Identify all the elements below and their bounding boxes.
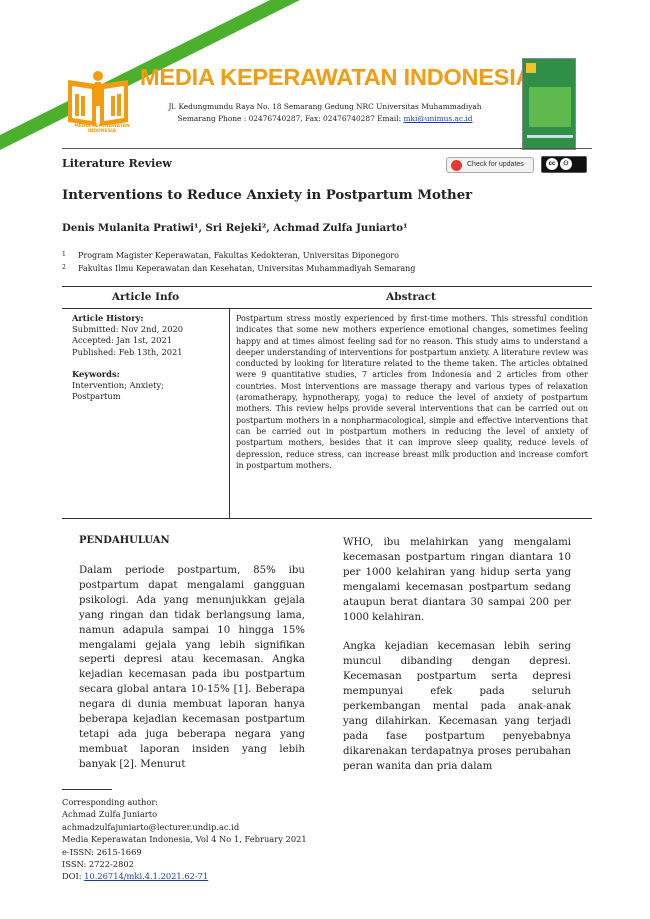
journal-cover-thumbnail (522, 58, 576, 150)
issn: ISSN: 2722-2802 (62, 859, 134, 870)
affiliation-number: 1 (62, 251, 66, 258)
footnote: Corresponding author: Achmad Zulfa Junia… (62, 796, 307, 883)
body-paragraph: WHO, ibu melahirkan yang mengalami kecem… (343, 537, 571, 623)
header-divider (62, 148, 592, 149)
table-top-rule (62, 286, 592, 287)
submitted-date: Submitted: Nov 2nd, 2020 (72, 324, 184, 335)
update-icon (451, 160, 462, 171)
address-line-1: Jl. Kedungmundu Raya No. 18 Semarang Ged… (168, 102, 482, 111)
abstract-header: Abstract (386, 291, 436, 303)
article-info-header: Article Info (111, 291, 180, 303)
doi-link[interactable]: 10.26714/mki.4.1.2021.62-71 (84, 871, 209, 882)
section-heading-pendahuluan: PENDAHULUAN (79, 535, 170, 546)
footnote-rule (62, 789, 112, 790)
doi-prefix: DOI: (62, 871, 85, 882)
by-icon: ⚇ (559, 158, 572, 171)
address-line-2: Semarang Phone : 02476740287, Fax: 02476… (140, 113, 510, 125)
address-line-2-text: Semarang Phone : 02476740287, Fax: 02476… (177, 114, 404, 123)
check-updates-label: Check for updates (467, 161, 524, 168)
header-white-triangle (0, 0, 270, 135)
body-column-left: Dalam periode postpartum, 85% ibu postpa… (79, 564, 305, 788)
journal-title: MEDIA KEPERAWATAN INDONESIA (140, 64, 533, 90)
doi-line: DOI: 10.26714/mki.4.1.2021.62-71 (62, 870, 307, 882)
keywords-label: Keywords: (72, 368, 120, 379)
corresponding-label: Corresponding author: (62, 797, 159, 807)
affiliation-text: Program Magister Keperawatan, Fakultas K… (78, 251, 399, 260)
affiliation-number: 2 (62, 264, 66, 271)
body-column-right: WHO, ibu melahirkan yang mengalami kecem… (343, 536, 571, 789)
journal-logo-icon (68, 71, 128, 126)
corresponding-email: achmadzulfajuniarto@lecturer.undip.ac.id (62, 821, 240, 832)
body-paragraph: Dalam periode postpartum, 85% ibu postpa… (79, 565, 305, 770)
logo-subtitle: MEDIA KEPERAWATAN INDONESIA (74, 124, 130, 134)
affiliation-text: Fakultas Ilmu Keperawatan dan Kesehatan,… (78, 264, 416, 273)
citation-journal: Media Keperawatan Indonesia, Vol 4 No 1,… (62, 834, 307, 845)
table-header-rule (62, 308, 592, 309)
cc-license-badge[interactable]: cc ⚇ (541, 156, 587, 173)
corresponding-name: Achmad Zulfa Juniarto (62, 809, 158, 820)
article-info: Article History: Submitted: Nov 2nd, 202… (72, 313, 224, 402)
eissn: e-ISSN: 2615-1669 (62, 846, 142, 857)
affiliation-1: 1 Program Magister Keperawatan, Fakultas… (62, 251, 592, 263)
journal-email-link[interactable]: mki@unimus.ac.id (403, 114, 473, 123)
history-label: Article History: (72, 313, 144, 323)
section-type: Literature Review (62, 157, 172, 170)
table-bottom-rule (62, 518, 592, 519)
keywords-line-1: Intervention; Anxiety; (72, 380, 164, 391)
cc-icon: cc (546, 158, 558, 171)
table-column-divider (229, 308, 230, 518)
abstract-text: Postpartum stress mostly experienced by … (236, 314, 588, 470)
affiliation-2: 2 Fakultas Ilmu Keperawatan dan Kesehata… (62, 264, 592, 276)
journal-address: Jl. Kedungmundu Raya No. 18 Semarang Ged… (140, 101, 510, 125)
published-date: Published: Feb 13th, 2021 (72, 346, 183, 357)
author-list: Denis Mulanita Pratiwi¹, Sri Rejeki², Ac… (62, 222, 408, 234)
paper-title: Interventions to Reduce Anxiety in Postp… (62, 188, 473, 203)
check-for-updates-button[interactable]: Check for updates (446, 157, 534, 173)
body-paragraph: Angka kejadian kecemasan lebih sering mu… (343, 641, 571, 772)
keywords-line-2: Postpartum (72, 391, 121, 402)
accepted-date: Accepted: Jan 1st, 2021 (72, 335, 173, 346)
